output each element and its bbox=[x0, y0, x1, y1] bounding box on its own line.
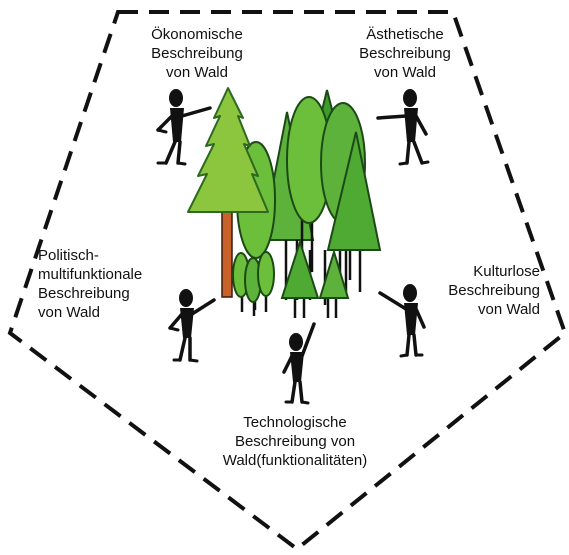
figure-technologisch bbox=[282, 322, 316, 405]
tree-triangle-right bbox=[326, 131, 382, 292]
tree-triangle-front bbox=[280, 238, 350, 318]
figure-oekonomisch bbox=[156, 89, 212, 166]
label-oekonomische-beschreibung: Ökonomische Beschreibung von Wald bbox=[151, 26, 243, 81]
label-aesthetische-beschreibung: Ästhetische Beschreibung von Wald bbox=[359, 26, 451, 81]
label-kulturlose-beschreibung: Kulturlose Beschreibung von Wald bbox=[448, 263, 540, 318]
label-technologische-beschreibung: Technologische Beschreibung von Wald(fun… bbox=[222, 414, 368, 469]
pine-tree bbox=[187, 87, 269, 298]
figure-kulturlos bbox=[378, 284, 426, 358]
forest-illustration bbox=[187, 87, 382, 318]
dashed-pentagon-border bbox=[7, 10, 568, 552]
figure-aesthetisch bbox=[376, 89, 430, 166]
figure-politisch bbox=[168, 289, 216, 363]
label-politisch-multifunktionale-beschreibung: Politisch- multifunktionale Beschreibung… bbox=[38, 247, 143, 321]
tree-small-ovals bbox=[232, 251, 275, 316]
